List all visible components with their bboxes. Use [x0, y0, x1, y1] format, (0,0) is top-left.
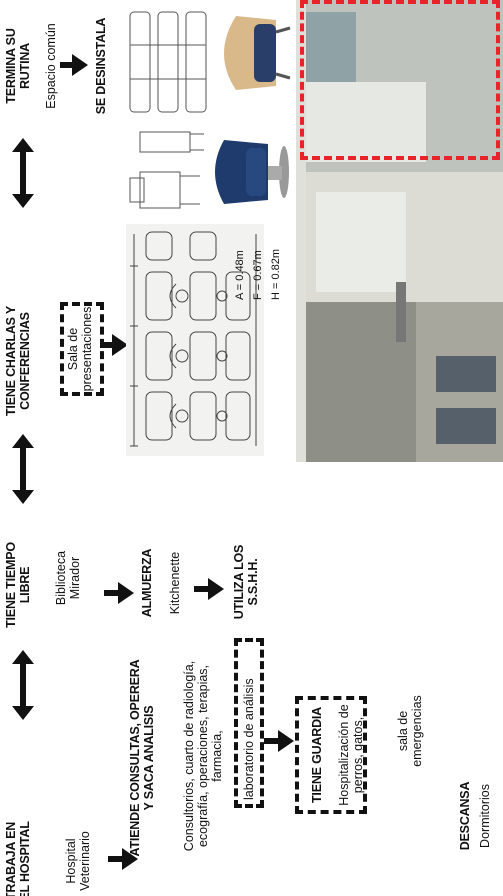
armchair-beige: [206, 8, 292, 98]
armchair-blue-svg: [215, 140, 289, 204]
label-atiende: ATIENDE CONSULTAS, OPERERA Y SACA ANALIS…: [128, 659, 156, 857]
interior-photo: [296, 0, 503, 462]
label-desinstala: SE DESINSTALA: [94, 17, 108, 115]
label-guardia: TIENE GUARDIA: [310, 707, 324, 804]
label-hospital: Hospital Veterinario: [64, 831, 92, 891]
highlight-box: [300, 0, 500, 160]
label-charlas: TIENE CHARLAS Y CONFERENCIAS: [4, 306, 32, 416]
label-sala-emergencias: sala de emergencias: [396, 695, 424, 767]
armchair-blue: [206, 130, 292, 214]
double-arrow-1: [12, 650, 34, 720]
label-termina: TERMINA SU RUTINA: [4, 28, 32, 104]
label-trabaja: TRABAJA EN EL HOSPITAL: [4, 821, 32, 896]
seating-sketch: [126, 224, 264, 456]
chair-drawings-svg: [129, 11, 207, 209]
label-kitchenette: Kitchenette: [168, 551, 182, 615]
dim-a: A = 0.48m: [234, 250, 246, 300]
arrow-down-5: [100, 334, 128, 356]
interior-photo-svg: [296, 0, 503, 462]
arrow-down-4: [194, 578, 224, 600]
armchair-beige-svg: [224, 16, 291, 90]
label-descansa: DESCANSA: [458, 781, 472, 851]
label-consultorios: Consultorios, cuarto de radiología, ecog…: [182, 660, 224, 852]
label-hospitalizacion: Hospitalización de perros, gatos,: [337, 704, 365, 806]
label-espacio: Espacio común: [44, 23, 58, 109]
label-biblioteca: Biblioteca Mirador: [54, 550, 82, 606]
arrow-down-3: [104, 582, 134, 604]
label-dormitorios: Dormitorios: [478, 784, 492, 848]
dim-f: F = 0.67m: [252, 250, 264, 300]
chair-drawings: [120, 0, 216, 216]
label-almuerza: ALMUERZA: [140, 548, 154, 618]
double-arrow-3: [12, 138, 34, 208]
arrow-down-2: [264, 730, 294, 752]
double-arrow-2: [12, 434, 34, 504]
dim-h: H = 0.82m: [270, 248, 282, 300]
label-utiliza: UTILIZA LOS S.S.H.H.: [232, 544, 260, 620]
label-tiempo-libre: TIENE TIEMPO LIBRE: [4, 542, 32, 628]
arrow-down-1: [108, 848, 138, 870]
label-laboratorio: laboratorio de análisis: [242, 678, 256, 800]
seating-sketch-drawing: [130, 231, 257, 447]
label-sala-presentaciones: Sala de presentaciones: [66, 306, 94, 392]
arrow-down-6: [60, 54, 88, 76]
